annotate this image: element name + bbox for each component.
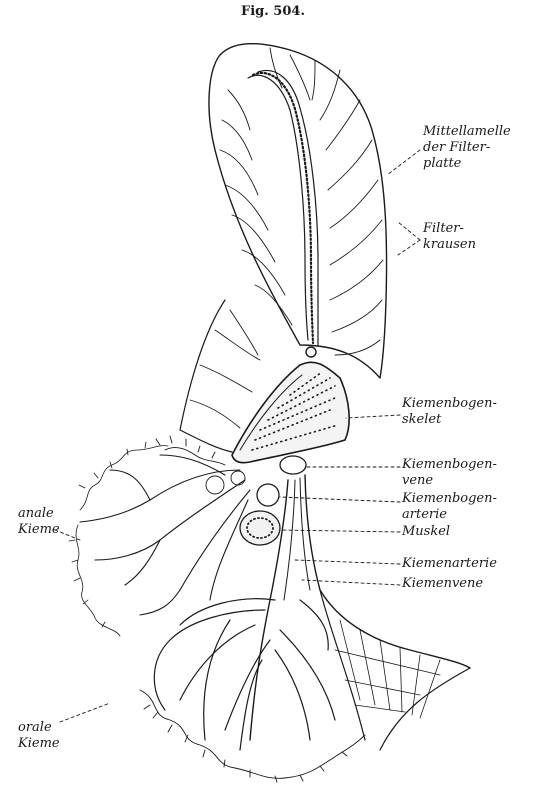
label-line: Kiemenbogen- xyxy=(402,457,497,473)
leader-filterkrausen-b xyxy=(398,240,420,255)
label-kiemenbogenvene: Kiemenbogen- vene xyxy=(402,457,497,489)
kiemenvene-line xyxy=(300,478,310,590)
kiemenbogenarterie-vessel xyxy=(257,484,279,506)
leader-kiemenbogenskelet xyxy=(346,415,400,418)
label-line: vene xyxy=(402,473,497,489)
mittellamelle-line-left xyxy=(248,75,308,340)
leader-mittellamelle xyxy=(387,150,420,175)
label-kiemenvene: Kiemenvene xyxy=(402,576,483,592)
leader-kiemenbogenarterie xyxy=(280,497,400,502)
label-line: der Filter- xyxy=(423,140,511,156)
label-line: krausen xyxy=(423,237,476,253)
central-node xyxy=(306,347,316,357)
kiemenbogenskelet-shape xyxy=(232,362,349,463)
leader-kiemenvene xyxy=(302,580,400,585)
label-kiemenbogenarterie: Kiemenbogen- arterie xyxy=(402,491,497,523)
label-line: orale xyxy=(18,720,60,736)
leader-filterkrausen-a xyxy=(398,222,420,240)
label-line: Mittellamelle xyxy=(423,124,511,140)
right-fan-net xyxy=(335,620,440,718)
muskel-body xyxy=(240,511,280,545)
kiemenbogenvene-vessel xyxy=(280,456,306,474)
label-line: Kiemenbogen- xyxy=(402,396,497,412)
leader-orale-kieme xyxy=(60,703,110,722)
label-kiemenarterie: Kiemenarterie xyxy=(402,556,497,572)
label-line: anale xyxy=(18,506,60,522)
lower-ruffle-veins xyxy=(190,310,260,428)
label-line: platte xyxy=(423,156,511,172)
label-muskel: Muskel xyxy=(402,524,450,540)
label-mittellamelle: Mittellamelle der Filter- platte xyxy=(423,124,511,172)
upper-tuft xyxy=(156,436,245,494)
figure-title: Fig. 504. xyxy=(241,4,305,19)
label-line: skelet xyxy=(402,412,497,428)
orale-kieme-fringe xyxy=(140,690,365,782)
label-filterkrausen: Filter- krausen xyxy=(423,221,476,253)
label-kiemenbogenskelet: Kiemenbogen- skelet xyxy=(402,396,497,428)
mittellamelle-stipple xyxy=(253,73,313,343)
label-line: Kiemenbogen- xyxy=(402,491,497,507)
label-line: Kiemenarterie xyxy=(402,556,497,572)
filter-plate-outline xyxy=(209,44,387,378)
label-line: arterie xyxy=(402,507,497,523)
label-line: Kiemenvene xyxy=(402,576,483,592)
label-orale-kieme: orale Kieme xyxy=(18,720,60,752)
label-line: Muskel xyxy=(402,524,450,540)
label-line: Filter- xyxy=(423,221,476,237)
label-anale-kieme: anale Kieme xyxy=(18,506,60,538)
leader-kiemenarterie xyxy=(295,560,400,564)
leader-lines xyxy=(55,150,420,722)
label-line: Kieme xyxy=(18,522,60,538)
filter-ruffles xyxy=(220,48,383,355)
anale-kieme xyxy=(80,455,250,615)
kiemenarterie-line xyxy=(284,480,295,600)
leader-muskel xyxy=(282,530,400,532)
right-fan-outline xyxy=(320,590,470,750)
label-line: Kieme xyxy=(18,736,60,752)
